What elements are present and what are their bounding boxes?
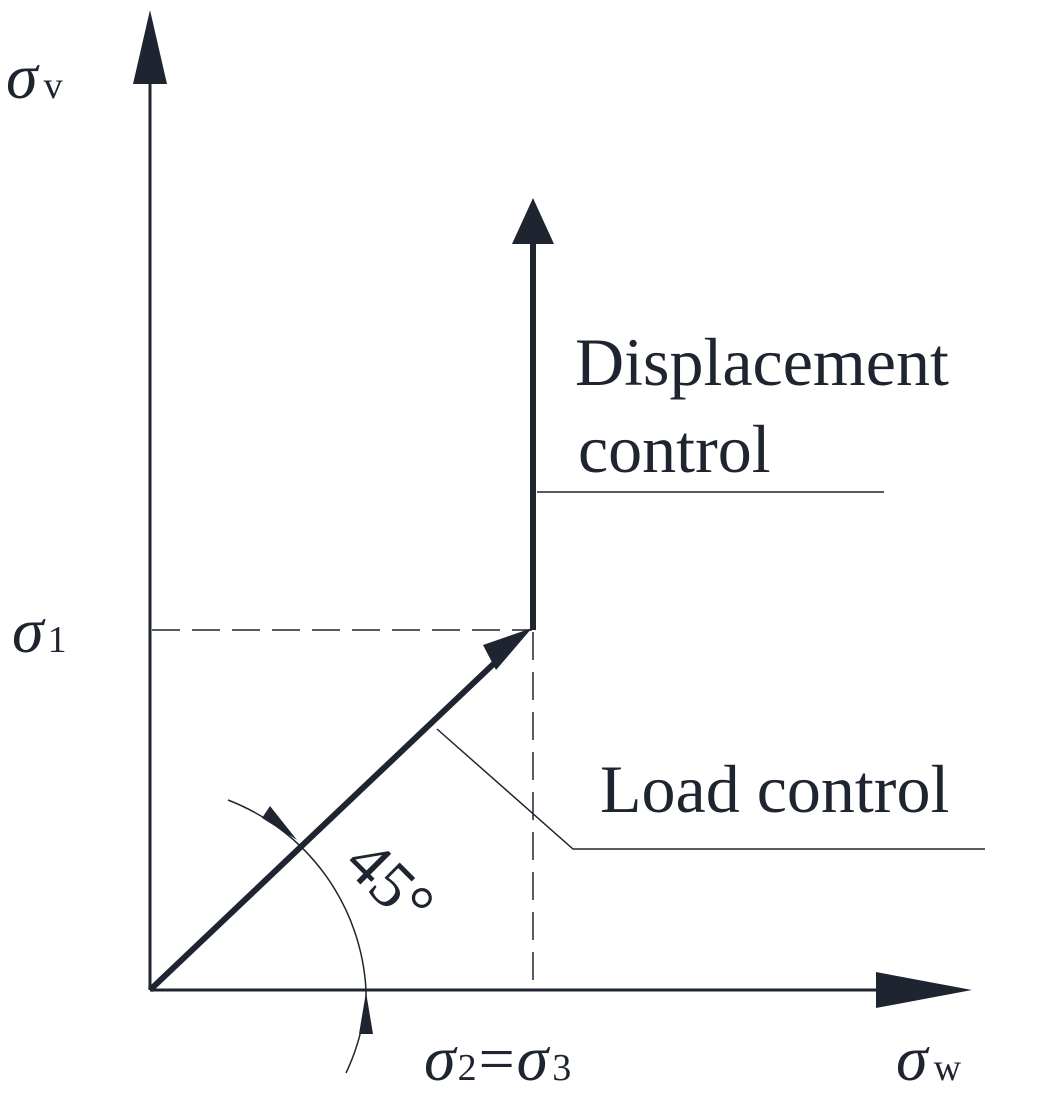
- load-path-line: [147, 651, 507, 993]
- displacement-control-label-line2: control: [578, 411, 771, 487]
- angle-arc-arrowhead-diagonal: [262, 806, 297, 840]
- angle-arc: [227, 799, 367, 1074]
- angle-label: 45°: [331, 825, 448, 942]
- load-path-arrowhead: [483, 628, 532, 670]
- vertical-axis-arrowhead: [133, 10, 167, 84]
- load-leader-line: [436, 728, 985, 850]
- horizontal-axis-arrowhead: [876, 972, 972, 1008]
- angle-arc-arrowhead-horizontal: [359, 992, 373, 1034]
- displacement-path-arrowhead: [512, 198, 554, 244]
- load-control-label: Load control: [600, 751, 949, 827]
- displacement-control-label-line1: Displacement: [575, 324, 949, 400]
